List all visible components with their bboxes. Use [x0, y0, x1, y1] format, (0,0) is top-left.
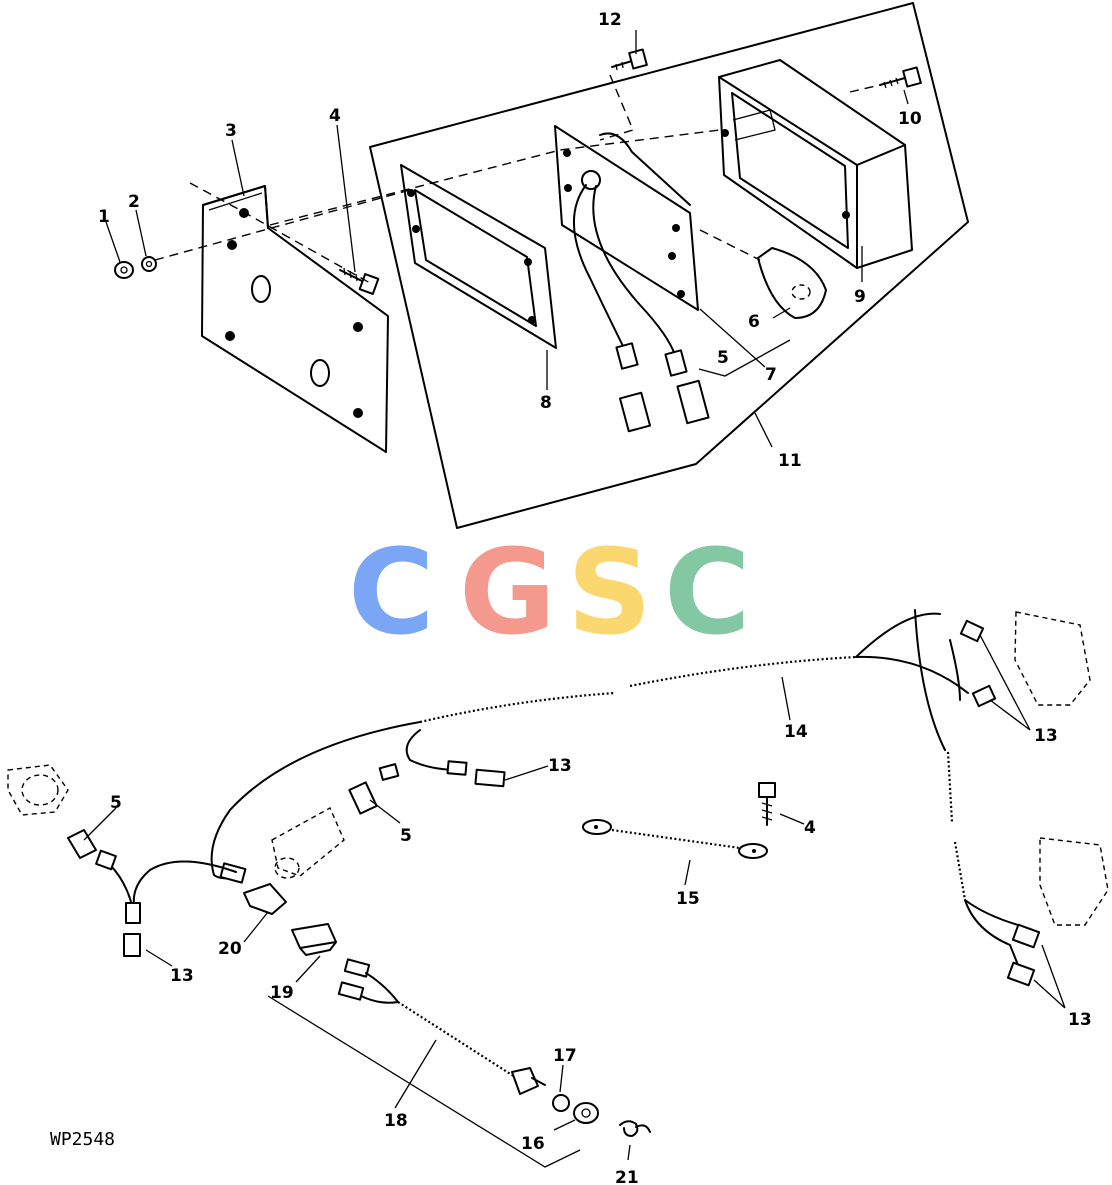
extension-harness [291, 923, 599, 1124]
callout-4-upper: 4 [329, 106, 341, 126]
callout-2: 2 [128, 192, 140, 212]
washer-2 [141, 256, 157, 272]
callout-12: 12 [598, 10, 622, 30]
screw-4-lower [758, 782, 776, 826]
callout-15: 15 [676, 889, 700, 909]
callout-13-right-lower: 13 [1068, 1010, 1092, 1030]
leader-lines-lower [83, 634, 1066, 1161]
callout-16: 16 [521, 1134, 545, 1154]
callout-11: 11 [778, 451, 802, 471]
screw-12 [611, 48, 648, 71]
callout-8: 8 [540, 393, 552, 413]
figure-code: WP2548 [50, 1129, 115, 1150]
group-line-18 [267, 995, 581, 1168]
bulb [757, 247, 827, 319]
callout-1: 1 [98, 207, 110, 227]
callout-9: 9 [854, 287, 866, 307]
callout-13-right-upper: 13 [1034, 726, 1058, 746]
callout-13-left: 13 [170, 966, 194, 986]
leader-lines-upper [105, 30, 909, 448]
phantom-components [7, 611, 1109, 926]
clip-21 [619, 1120, 651, 1137]
screw-10 [879, 66, 922, 89]
gasket [400, 164, 557, 349]
wiring-harness [67, 609, 1041, 987]
callout-14: 14 [784, 722, 808, 742]
callout-5-middle: 5 [400, 826, 412, 846]
ground-strap [582, 819, 768, 859]
watermark-letter-3: S [567, 523, 652, 661]
callout-17: 17 [553, 1046, 577, 1066]
callout-5-upper: 5 [717, 348, 729, 368]
callout-7: 7 [765, 365, 777, 385]
callout-labels: 1 2 3 4 8 12 10 9 6 5 7 11 14 13 13 5 5 … [98, 10, 1092, 1185]
callout-13-middle: 13 [548, 756, 572, 776]
callout-18: 18 [384, 1111, 408, 1131]
nut-1 [114, 261, 134, 279]
watermark-letter-4: C [664, 523, 751, 661]
callout-10: 10 [898, 109, 922, 129]
watermark-letter-1: C [348, 523, 435, 661]
mounting-bracket [201, 185, 389, 453]
lamp-housing [718, 59, 913, 269]
socket-plate [554, 125, 710, 433]
callout-3: 3 [225, 121, 237, 141]
watermark-letter-2: G [459, 523, 556, 661]
assembly-outline-11 [369, 2, 969, 529]
callout-6: 6 [748, 312, 760, 332]
watermark: C G S C [348, 523, 751, 661]
callout-19: 19 [270, 983, 294, 1003]
callout-4-lower: 4 [804, 818, 816, 838]
callout-5-left: 5 [110, 793, 122, 813]
callout-21: 21 [615, 1168, 639, 1185]
alignment-lines-upper [154, 74, 881, 284]
callout-20: 20 [218, 939, 242, 959]
